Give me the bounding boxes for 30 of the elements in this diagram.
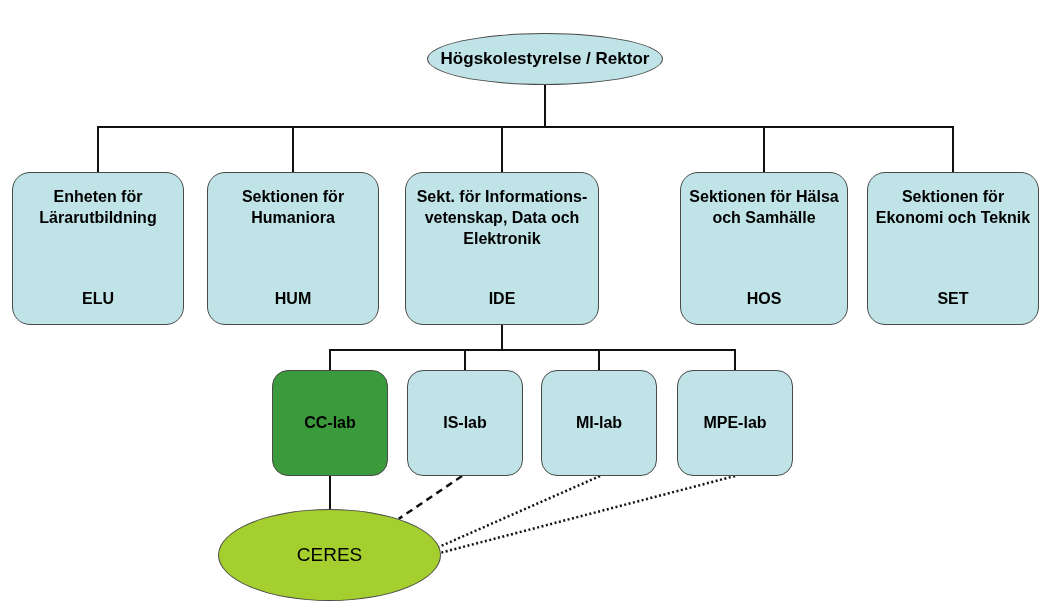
connector-line — [440, 474, 736, 554]
lab-box — [407, 370, 523, 476]
unit-box — [405, 172, 599, 325]
unit-name: Sektionen för Hälsa och Samhälle — [688, 187, 840, 228]
unit-name: Sektionen för Humaniora — [240, 187, 346, 228]
unit-name: MPE-lab — [703, 414, 767, 432]
lab-box — [677, 370, 793, 476]
unit-name: CC-lab — [304, 414, 356, 432]
unit-code: HUM — [274, 289, 312, 310]
unit-code: HOS — [746, 289, 782, 310]
unit-code: SET — [937, 289, 969, 310]
unit-name: MI-lab — [575, 414, 623, 432]
unit-box — [12, 172, 184, 325]
connector-line — [329, 475, 331, 510]
unit-name: CERES — [296, 544, 363, 566]
connector-line — [438, 474, 601, 548]
unit-box — [867, 172, 1039, 325]
unit-box — [680, 172, 848, 325]
lab-box — [272, 370, 388, 476]
unit-name: Högskolestyrelse / Rektor — [440, 49, 650, 69]
unit-name: Sektionen för Ekonomi och Teknik — [874, 187, 1032, 228]
unit-code: ELU — [82, 289, 114, 310]
unit-box — [207, 172, 379, 325]
connector-line — [398, 474, 463, 520]
unit-name: Enheten för Lärarutbildning — [38, 187, 158, 228]
unit-code: IDE — [488, 289, 516, 310]
unit-name: Sekt. för Informations- vetenskap, Data och Elektronik — [415, 187, 589, 249]
lab-box — [541, 370, 657, 476]
unit-name: IS-lab — [443, 414, 487, 432]
connector-line — [501, 324, 736, 371]
